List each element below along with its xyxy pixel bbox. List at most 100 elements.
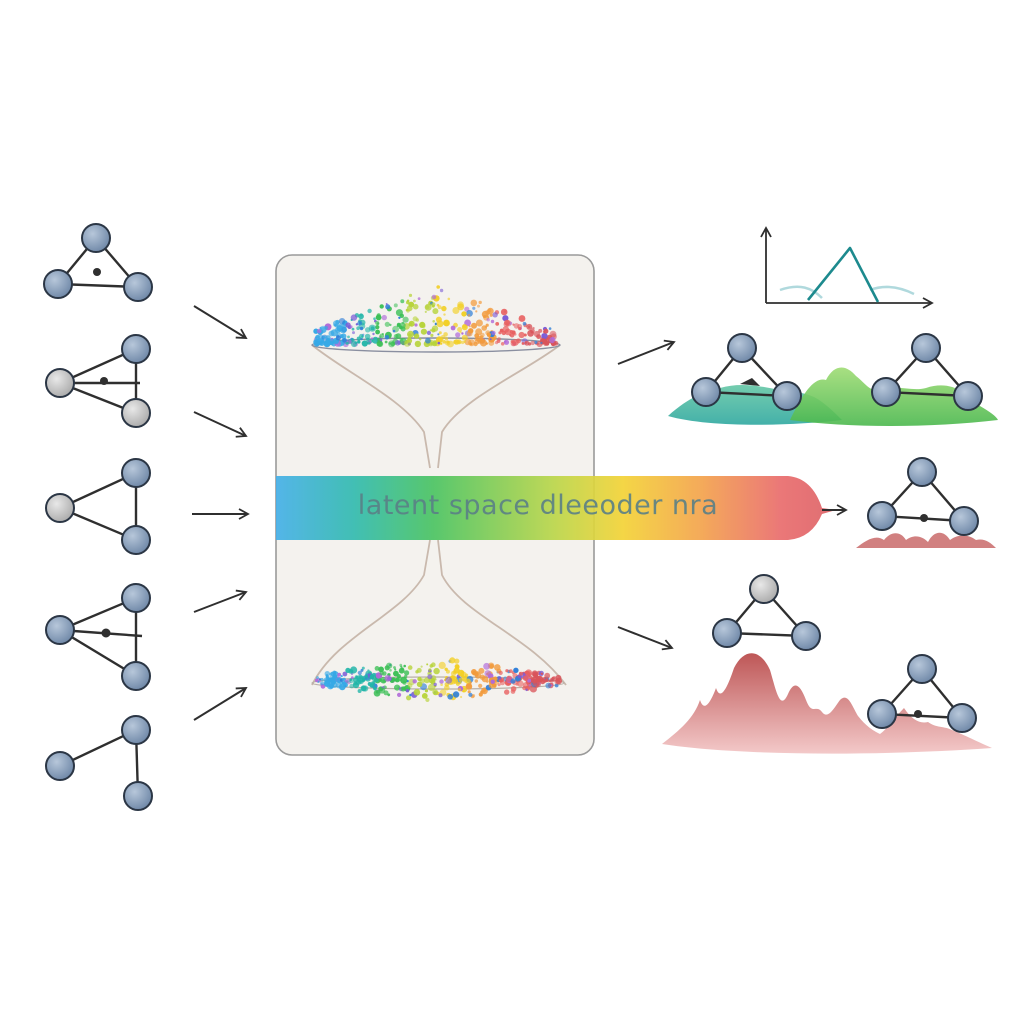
particle: [358, 313, 364, 320]
particle: [443, 319, 450, 327]
particle: [389, 669, 392, 672]
particle: [424, 310, 427, 313]
particle: [485, 342, 488, 345]
particle: [536, 334, 541, 339]
particle: [548, 327, 552, 330]
particle: [373, 689, 381, 697]
particle: [500, 308, 508, 316]
particle: [467, 690, 471, 694]
particle: [316, 328, 322, 334]
particle: [461, 334, 468, 341]
funnel-upper-left: [311, 344, 431, 469]
particle: [480, 332, 485, 338]
particle: [379, 304, 384, 309]
lower-rim: [311, 676, 565, 690]
particle: [453, 340, 458, 344]
particle: [554, 679, 561, 685]
particle: [433, 690, 438, 696]
particle: [323, 680, 331, 687]
particle: [528, 684, 531, 687]
output-arrows: [617, 339, 676, 651]
particle: [408, 293, 413, 297]
particle: [486, 318, 490, 322]
particle: [349, 325, 353, 329]
particle: [543, 328, 549, 334]
particle: [463, 340, 466, 343]
particle: [425, 304, 430, 310]
particle: [413, 689, 421, 696]
particle: [431, 304, 435, 308]
graph-node: [949, 506, 979, 536]
particle: [330, 679, 337, 685]
output-graph-red: [867, 654, 977, 733]
particle: [330, 329, 338, 337]
edge-junction: [93, 268, 101, 276]
particle: [357, 675, 365, 683]
particle: [497, 337, 501, 341]
particle: [468, 692, 473, 697]
particle: [407, 665, 413, 670]
particle: [414, 323, 418, 327]
particle: [357, 670, 362, 675]
particle: [342, 338, 347, 343]
particle: [550, 678, 555, 683]
particle: [419, 678, 422, 682]
graph-node: [907, 654, 937, 684]
particle: [504, 689, 510, 695]
particle: [509, 333, 512, 337]
particle: [527, 342, 532, 346]
particle: [427, 674, 433, 680]
particle: [545, 682, 552, 689]
particle: [384, 340, 388, 344]
particle: [525, 669, 533, 677]
particle: [512, 323, 515, 326]
particle: [544, 678, 549, 682]
particle: [540, 341, 543, 345]
particle: [360, 685, 367, 692]
particle: [522, 675, 529, 681]
particle: [404, 670, 410, 676]
particle: [431, 294, 437, 300]
particle: [392, 329, 396, 333]
particle: [474, 672, 482, 679]
particle: [400, 667, 404, 671]
upper-particle-cloud: [313, 285, 559, 348]
graph-node: [867, 501, 897, 531]
particle: [454, 658, 460, 664]
particle: [528, 325, 531, 328]
particle: [352, 331, 355, 335]
particle: [406, 300, 410, 305]
particle: [349, 683, 355, 689]
particle: [478, 667, 485, 674]
particle: [502, 326, 510, 333]
particle: [487, 316, 490, 319]
particle: [475, 310, 478, 313]
graph-node: [45, 493, 75, 523]
graph-node: [123, 272, 153, 302]
particle: [375, 325, 380, 330]
particle: [461, 332, 464, 335]
particle: [385, 304, 391, 310]
particle: [425, 337, 431, 344]
particle: [414, 340, 422, 348]
particle: [426, 663, 429, 666]
mini-chart: [760, 226, 934, 309]
particle: [522, 682, 529, 688]
particle: [314, 678, 319, 683]
particle: [320, 681, 325, 686]
particle: [456, 339, 462, 345]
particle: [372, 332, 375, 336]
particle: [393, 303, 398, 308]
particle: [438, 693, 443, 698]
particle: [344, 679, 347, 682]
particle: [412, 316, 418, 322]
particle: [351, 340, 358, 348]
particle: [360, 337, 363, 341]
particle: [503, 340, 507, 343]
particle: [394, 684, 401, 691]
particle: [518, 315, 526, 322]
particle: [517, 680, 524, 687]
graph-node: [121, 525, 151, 555]
arrow: [617, 339, 676, 365]
graph-node: [121, 661, 151, 691]
